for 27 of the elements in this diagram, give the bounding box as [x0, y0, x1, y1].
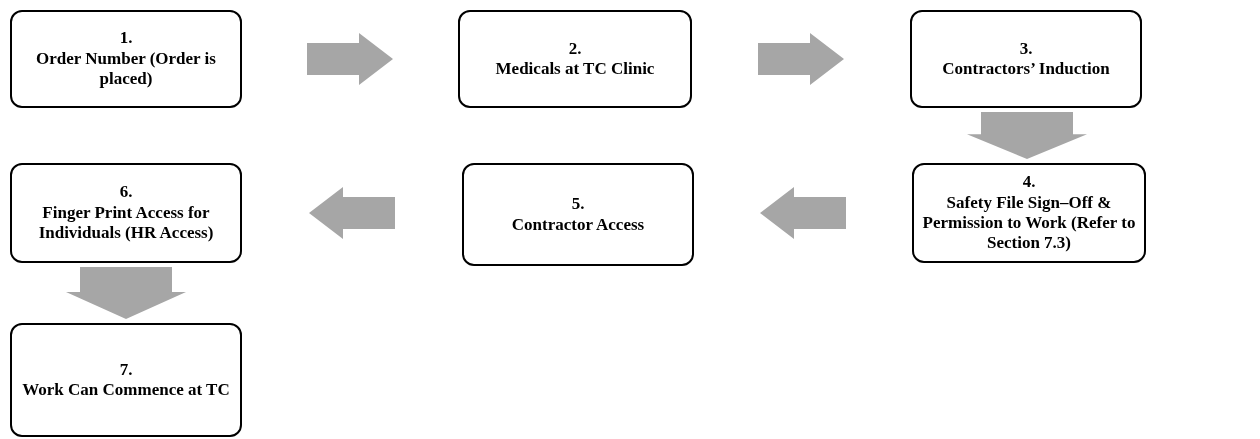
process-box — [10, 10, 242, 108]
step-number: 3. — [1019, 38, 1033, 59]
process-box — [458, 10, 692, 108]
block-arrow — [66, 267, 186, 319]
step-number: 2. — [568, 38, 582, 59]
step-number: 4. — [1022, 172, 1036, 193]
step-text: Contractor Access — [511, 214, 645, 235]
block-arrow — [760, 187, 846, 239]
step-text: Finger Print Access for Individuals (HR Access) — [37, 202, 215, 244]
step-text: Order Number (Order is placed) — [35, 48, 217, 90]
process-box — [10, 323, 242, 437]
process-box — [462, 163, 694, 266]
step-number: 7. — [119, 359, 133, 380]
step-text: Safety File Sign–Off & Permission to Work (Refer to Section 7.3) — [922, 192, 1136, 254]
block-arrow — [758, 33, 844, 85]
block-arrow — [967, 112, 1087, 159]
step-number: 1. — [119, 28, 133, 49]
step-text: Contractors’ Induction — [942, 59, 1110, 80]
step-number: 5. — [571, 194, 585, 215]
process-box — [10, 163, 242, 263]
step-number: 6. — [119, 182, 133, 203]
block-arrow — [309, 187, 395, 239]
step-text: Medicals at TC Clinic — [495, 59, 655, 80]
step-text: Work Can Commence at TC — [22, 380, 230, 401]
block-arrow — [307, 33, 393, 85]
process-box — [910, 10, 1142, 108]
process-box — [912, 163, 1146, 263]
